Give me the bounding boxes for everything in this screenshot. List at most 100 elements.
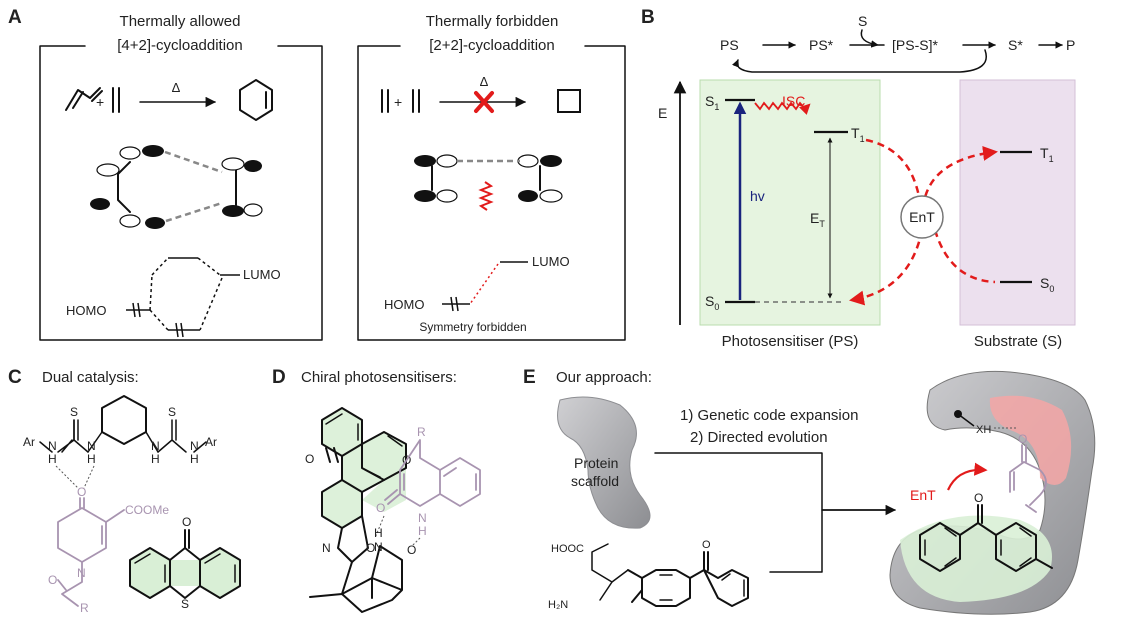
hooc: HOOC: [551, 543, 584, 555]
xh: XH: [976, 424, 991, 436]
homo-left: HOMO: [66, 303, 106, 318]
substrate-box: [959, 79, 1076, 326]
bpa-molecule: [591, 543, 749, 607]
heat-left: Δ: [172, 80, 181, 95]
isc-arrow: [754, 101, 811, 115]
n1: N: [48, 439, 57, 453]
panel-c-title: Dual catalysis:: [42, 369, 139, 386]
n-lactam: N: [374, 540, 383, 554]
ent-arc-to-s0: [849, 229, 924, 306]
orbital-diagram-forbidden: [414, 154, 563, 211]
scheme-ps: PS: [720, 37, 739, 53]
scheme-s: S: [858, 13, 867, 29]
ar-left: Ar: [23, 435, 35, 449]
dihydropyridone-substrate: [57, 497, 125, 607]
panel-d-title: Chiral photosensitisers:: [301, 369, 457, 386]
o-acyl: O: [48, 573, 57, 587]
step-1: 1) Genetic code expansion: [680, 407, 858, 424]
o-lactam: O: [407, 543, 416, 557]
ent-arc-from-s0: [933, 229, 996, 284]
n4: N: [190, 439, 199, 453]
n-oxazole: N: [322, 541, 331, 555]
n-quin: N: [418, 511, 427, 525]
isc-label: ISC: [782, 93, 805, 109]
h-quin: H: [418, 524, 427, 538]
scheme-s-star: S*: [1008, 37, 1023, 53]
n-ring-c: N: [77, 566, 86, 580]
r-d: R: [417, 425, 426, 439]
s1-label: S1: [705, 93, 719, 112]
plus-right: +: [394, 94, 402, 110]
o-substrate-e: O: [1018, 432, 1027, 446]
enone-substrate: [1009, 444, 1047, 513]
forbidden-title-line2: [2+2]-cycloaddition: [429, 37, 555, 54]
cyclobutane: [557, 89, 581, 113]
h2: H: [87, 452, 96, 466]
n2: N: [87, 439, 96, 453]
mo-diagram-allowed: [126, 257, 240, 338]
panel-letter-c: C: [8, 367, 22, 388]
energy-axis-label: E: [658, 105, 667, 121]
n3: N: [151, 439, 160, 453]
plus-left: +: [96, 94, 104, 110]
panel-b: B PS PS* S [PS-S]* S* P E S1 ISC T1 hv E…: [641, 7, 1076, 350]
protein-scaffold-shape: [557, 396, 651, 529]
t1-label: T1: [851, 125, 865, 144]
scheme-ps-star: PS*: [809, 37, 834, 53]
ar-right: Ar: [205, 435, 217, 449]
s-right: S: [168, 405, 176, 419]
s-left: S: [70, 405, 78, 419]
panel-a: A Thermally allowed [4+2]-cycloaddition …: [8, 7, 626, 341]
scheme-return-arrow: [732, 49, 987, 73]
symmetry-note: Symmetry forbidden: [419, 320, 526, 334]
panel-letter-a: A: [8, 7, 22, 28]
allowed-title-line2: [4+2]-cycloaddition: [117, 37, 243, 54]
panel-letter-e: E: [523, 367, 536, 388]
ethylene-a: [381, 89, 389, 113]
ps-box: [699, 79, 881, 326]
panel-e: E Our approach: Protein scaffold 1) Gene…: [523, 367, 1096, 615]
h4: H: [190, 452, 199, 466]
forbidden-title-line1: Thermally forbidden: [426, 13, 559, 30]
scheme-complex: [PS-S]*: [892, 37, 938, 53]
homo-right: HOMO: [384, 297, 424, 312]
ent-arrow-e: [946, 462, 988, 491]
coome: COOMe: [125, 503, 169, 517]
hbond-1: [55, 465, 79, 489]
h-lactam: H: [374, 526, 383, 540]
substrate-s0-label: S0: [1040, 275, 1054, 294]
panel-letter-d: D: [272, 367, 286, 388]
ent-circle: [900, 195, 944, 239]
allowed-title-line1: Thermally allowed: [120, 13, 241, 30]
o-ketone-d: O: [305, 452, 314, 466]
ethylene-b: [412, 89, 420, 113]
h3: H: [151, 452, 160, 466]
substrate-label: Substrate (S): [974, 333, 1062, 350]
step-2: 2) Directed evolution: [690, 429, 828, 446]
o-thiox: O: [182, 515, 191, 529]
thioxanthone: [129, 529, 241, 599]
panel-letter-b: B: [641, 7, 655, 28]
mo-diagram-forbidden: [442, 261, 528, 312]
o-bp: O: [974, 491, 983, 505]
o-bp-small: O: [702, 539, 711, 551]
photosensitiser-site: [900, 515, 1052, 602]
diene: [65, 87, 103, 111]
o-ketone: O: [77, 485, 86, 499]
hotspot: [989, 395, 1072, 485]
allowed-box: [39, 45, 323, 341]
cyclohexane-ring: [101, 395, 147, 445]
merge-lines: [654, 452, 886, 573]
panel-e-title: Our approach:: [556, 369, 652, 386]
s0-label: S0: [705, 293, 719, 312]
scheme-arrow-2: [849, 29, 884, 45]
ent-arc-to-t1: [921, 145, 998, 209]
substrate-t1-label: T1: [1040, 145, 1054, 164]
ent-label-b: EnT: [909, 209, 935, 225]
o-oxazole: O: [366, 541, 375, 555]
h1: H: [48, 452, 57, 466]
xanthone-oxazole: [309, 407, 407, 613]
ent-label-e: EnT: [910, 487, 936, 503]
s-thiox: S: [181, 597, 189, 611]
